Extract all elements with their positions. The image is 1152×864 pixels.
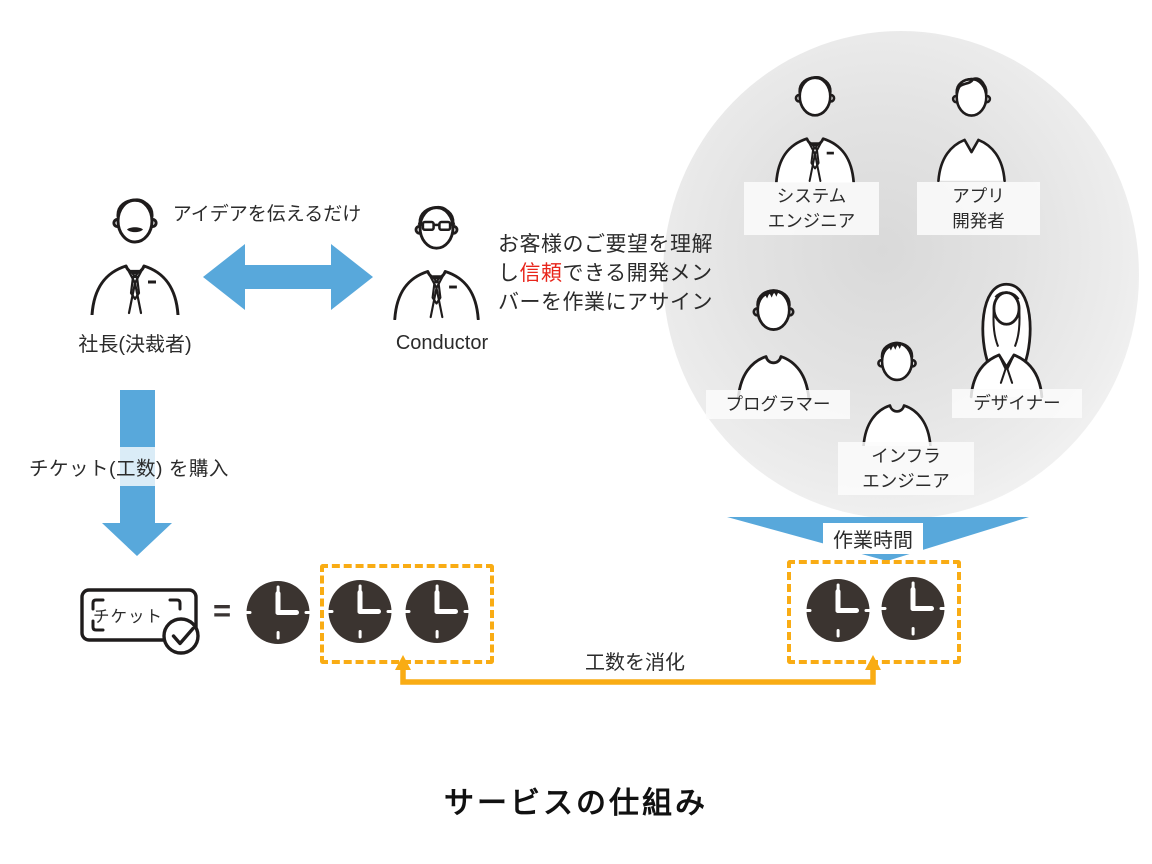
member-label-app-developer: アプリ 開発者: [917, 182, 1040, 235]
member-label-designer: デザイナー: [952, 389, 1082, 418]
clock-icon: [874, 574, 952, 643]
infra-engineer-icon: [862, 341, 932, 446]
clock-icon: [398, 577, 476, 646]
conductor-label: Conductor: [395, 332, 489, 354]
diagram-title: サービスの仕組み: [444, 787, 708, 820]
app-developer-icon: [937, 77, 1006, 183]
designer-icon: [969, 282, 1044, 399]
idea-arrow-label: アイデアを伝えるだけ: [172, 204, 362, 225]
president-icon: [90, 198, 180, 315]
member-label-system-engineer: システム エンジニア: [744, 182, 879, 235]
consume-connector-arrow: [395, 655, 881, 685]
clock-icon: [799, 576, 877, 645]
worktime-label: 作業時間: [823, 523, 923, 554]
note-part1: お客様のご要望を理解し: [498, 233, 713, 285]
note-highlight: 信頼: [519, 261, 563, 285]
clock-icon: [239, 578, 317, 647]
left-ticket-dashed-box: [320, 564, 494, 664]
glasses: [417, 220, 456, 232]
idea-double-arrow: [203, 244, 373, 310]
note-part2: できる開発メンバーを作業にアサイン: [498, 261, 713, 314]
clock-icon: [321, 577, 399, 646]
programmer-icon: [736, 289, 811, 400]
member-label-programmer: プログラマー: [706, 390, 850, 419]
member-label-infra-engineer: インフラ エンジニア: [838, 442, 974, 495]
consume-label: 工数を消化: [585, 652, 685, 674]
purchase-label: チケット(工数) を購入: [27, 447, 283, 486]
conductor-icon: [393, 205, 480, 320]
equals-sign: =: [212, 593, 232, 628]
system-engineer-icon: [774, 76, 856, 183]
checkmark-circle-icon: [162, 617, 200, 655]
ticket-label: チケット: [93, 608, 163, 626]
ticket-icon: [80, 588, 200, 655]
conductor-note: お客様のご要望を理解し信頼できる開発メンバーを作業にアサイン: [498, 231, 726, 318]
president-label: 社長(決裁者): [78, 334, 192, 356]
